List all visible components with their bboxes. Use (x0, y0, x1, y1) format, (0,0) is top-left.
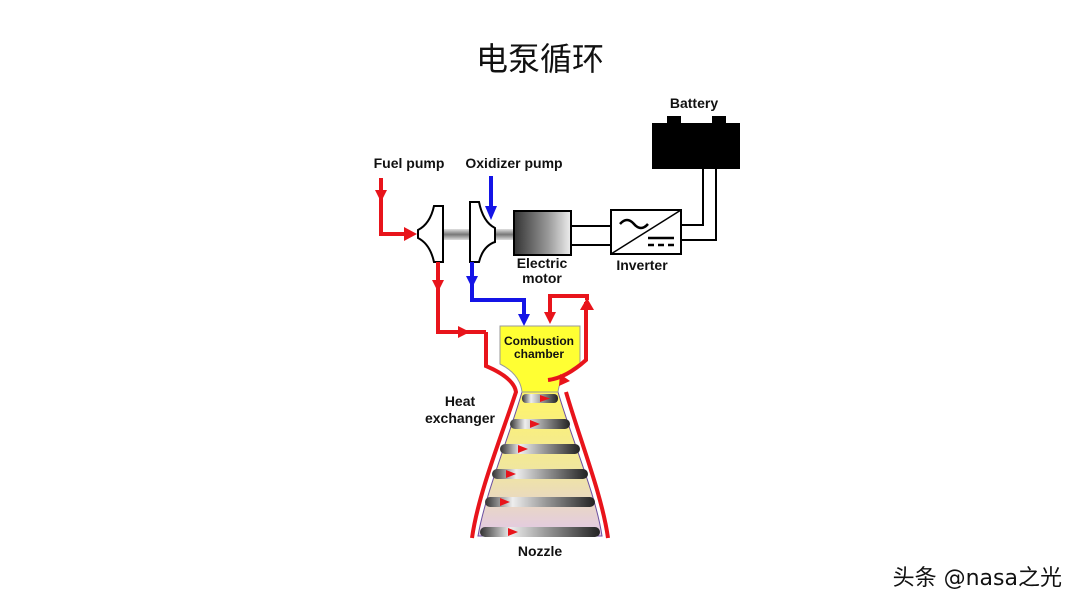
coolant-arrow-up (580, 298, 594, 310)
electric-motor-icon (513, 210, 572, 256)
oxidizer-pump-icon (469, 201, 496, 263)
heat-exchanger-label-line1: Heat (445, 393, 476, 409)
heat-exchanger-flow-arrows (500, 395, 550, 536)
nozzle-label: Nozzle (518, 543, 563, 559)
inverter-label: Inverter (616, 257, 668, 273)
heat-exchanger-label-line2: exchanger (425, 410, 496, 426)
watermark: 头条 @nasa之光 (892, 566, 1062, 591)
battery-icon (652, 116, 740, 169)
motor-inverter-wires (571, 225, 611, 246)
oxidizer-feed-line (466, 262, 530, 326)
nozzle-body (477, 391, 603, 537)
coolant-loop-line (470, 294, 610, 539)
electric-motor-label-line2: motor (522, 270, 562, 286)
oxidizer-inlet-line (485, 176, 497, 220)
coolant-arrow-in (559, 374, 570, 386)
fuel-pump-label: Fuel pump (374, 155, 445, 171)
fuel-pump-icon (417, 205, 444, 263)
fuel-feed-line (432, 262, 486, 338)
fuel-inlet-line (375, 178, 417, 241)
inverter-battery-wires (681, 168, 717, 241)
electric-motor-label-line1: Electric (517, 255, 568, 271)
page-title: 电泵循环 (475, 40, 604, 78)
combustion-chamber-label-line2: chamber (514, 347, 564, 361)
coolant-arrow-down (544, 312, 556, 324)
oxidizer-pump-label: Oxidizer pump (465, 155, 562, 171)
inverter-icon (610, 209, 682, 255)
combustion-chamber-label-line1: Combustion (504, 334, 574, 348)
battery-label: Battery (670, 95, 718, 111)
